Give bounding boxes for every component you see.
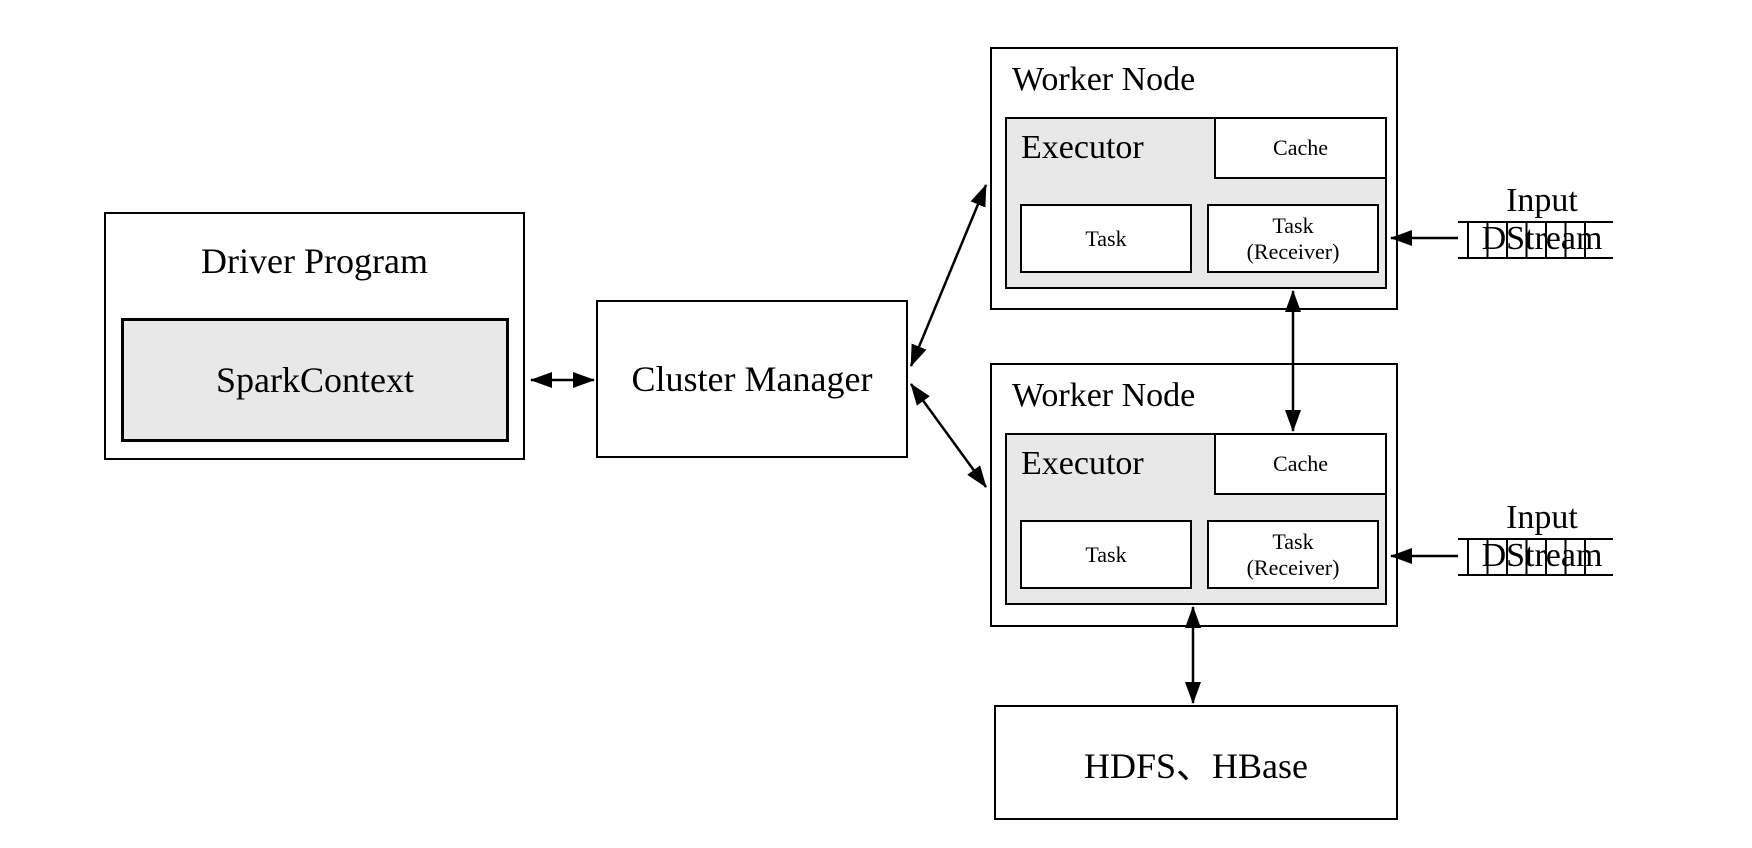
executor-label-2: Executor xyxy=(1021,445,1144,482)
task-receiver-label-line2-1: (Receiver) xyxy=(1246,238,1340,264)
task-receiver-label-line2-2: (Receiver) xyxy=(1246,554,1340,580)
task-box-2: Task xyxy=(1020,520,1192,589)
cache-label-1: Cache xyxy=(1273,135,1328,160)
cache-label-2: Cache xyxy=(1273,451,1328,476)
cache-box-1: Cache xyxy=(1214,117,1387,179)
task-receiver-box-1: Task (Receiver) xyxy=(1207,204,1379,273)
task-receiver-label-line1-1: Task xyxy=(1272,212,1314,238)
driver-program-box: Driver Program SparkContext xyxy=(104,212,525,460)
driver-program-title: Driver Program xyxy=(201,241,428,281)
worker-node-title-1: Worker Node xyxy=(1012,61,1196,98)
task-receiver-label-line1-2: Task xyxy=(1272,528,1314,554)
task-receiver-box-2: Task (Receiver) xyxy=(1207,520,1379,589)
executor-box-2: Executor Cache Task Task (Receiver) xyxy=(1005,433,1387,605)
executor-label-1: Executor xyxy=(1021,129,1144,166)
cache-box-2: Cache xyxy=(1214,433,1387,495)
task-label-1: Task xyxy=(1085,225,1127,251)
executor-box-1: Executor Cache Task Task (Receiver) xyxy=(1005,117,1387,289)
worker-node-box-2: Worker Node Executor Cache Task Task (Re… xyxy=(990,363,1398,627)
cluster-manager-box: Cluster Manager xyxy=(596,300,908,458)
worker-node-title-2: Worker Node xyxy=(1012,377,1196,414)
input-dstream-label-2: Input DStream xyxy=(1481,499,1603,574)
storage-label: HDFS、HBase xyxy=(1083,745,1309,786)
storage-box: HDFS、HBase xyxy=(994,705,1398,820)
task-box-1: Task xyxy=(1020,204,1192,273)
task-label-2: Task xyxy=(1085,541,1127,567)
arrow-cluster-worker2 xyxy=(909,383,988,488)
spark-context-label: SparkContext xyxy=(216,360,414,400)
input-dstream-label-1: Input DStream xyxy=(1481,182,1603,257)
arrow-cluster-worker1 xyxy=(909,184,988,367)
cluster-manager-label: Cluster Manager xyxy=(631,359,873,399)
spark-context-box: SparkContext xyxy=(121,318,509,442)
worker-node-box-1: Worker Node Executor Cache Task Task (Re… xyxy=(990,47,1398,310)
